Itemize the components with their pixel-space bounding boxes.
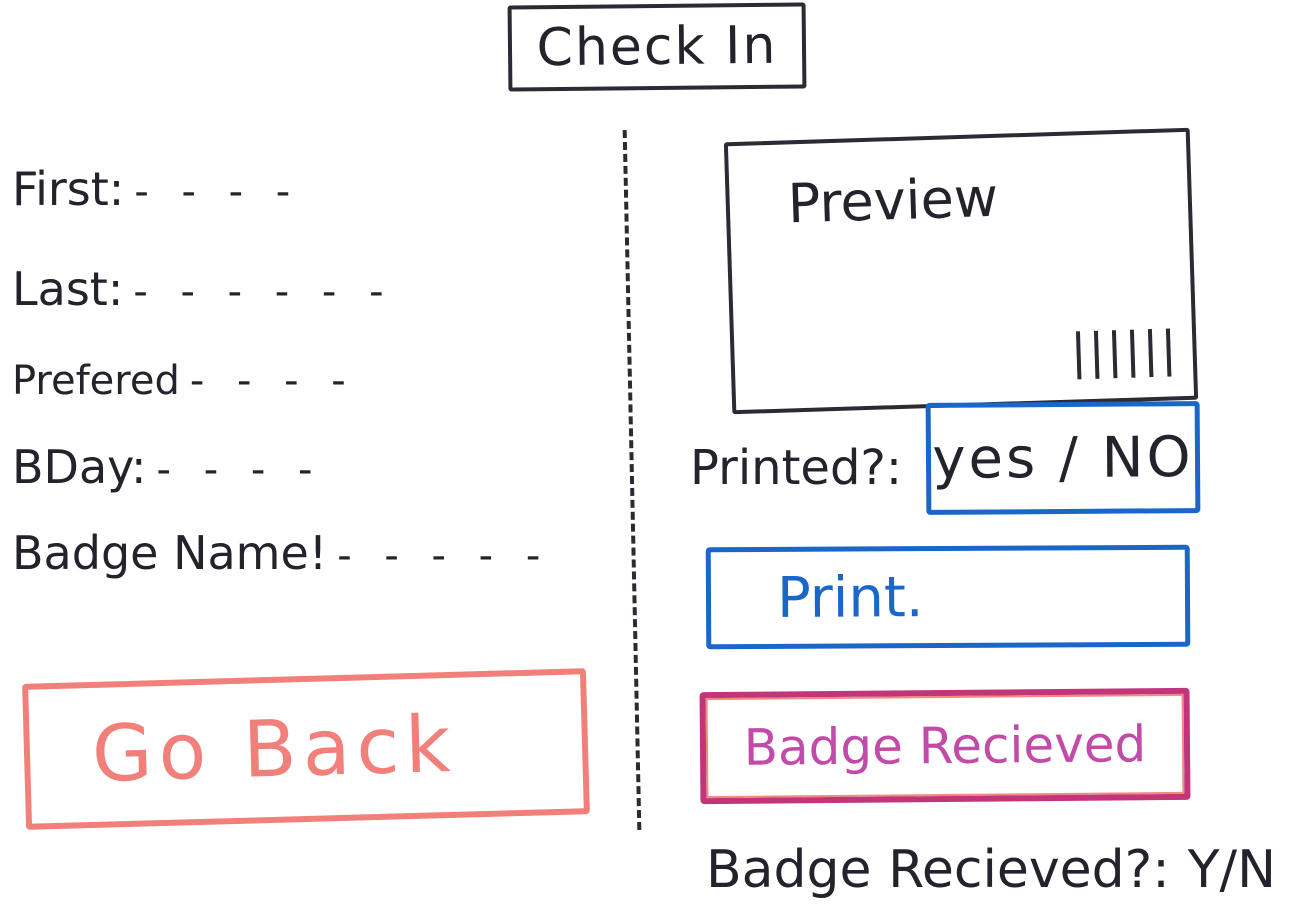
- field-bday-label: BDay:: [12, 440, 147, 494]
- field-preferred[interactable]: Prefered - - - -: [12, 358, 356, 404]
- badge-received-status-value: Y/N: [1187, 840, 1276, 900]
- field-badge-name[interactable]: Badge Name! - - - - -: [12, 526, 550, 580]
- field-badge-name-value[interactable]: - - - - -: [337, 533, 551, 579]
- page-title-box: Check In: [507, 2, 807, 92]
- field-first[interactable]: First: - - - -: [12, 162, 300, 216]
- field-last[interactable]: Last: - - - - - -: [12, 262, 394, 316]
- badge-preview: Preview: [723, 127, 1199, 415]
- field-bday[interactable]: BDay: - - - -: [12, 440, 322, 494]
- field-preferred-value[interactable]: - - - -: [189, 358, 356, 404]
- badge-received-status: Badge Recieved?: Y/N: [706, 840, 1276, 900]
- printed-toggle[interactable]: yes / NO: [925, 401, 1201, 515]
- badge-received-status-label: Badge Recieved?:: [706, 840, 1170, 900]
- field-badge-name-label: Badge Name!: [12, 526, 328, 580]
- badge-received-button-label: Badge Recieved: [743, 715, 1147, 777]
- field-preferred-label: Prefered: [12, 358, 180, 404]
- badge-received-button[interactable]: Badge Recieved: [699, 687, 1191, 805]
- field-bday-value[interactable]: - - - -: [156, 447, 323, 493]
- go-back-button[interactable]: Go Back: [22, 668, 590, 830]
- print-button-label: Print.: [776, 564, 924, 631]
- print-button[interactable]: Print.: [705, 544, 1191, 650]
- field-last-value[interactable]: - - - - - -: [133, 269, 394, 315]
- printed-toggle-text: yes / NO: [932, 424, 1194, 492]
- preview-label: Preview: [786, 165, 999, 236]
- go-back-label: Go Back: [90, 699, 458, 800]
- column-divider: [622, 130, 642, 830]
- barcode-icon: [1075, 328, 1172, 380]
- field-first-label: First:: [12, 162, 125, 216]
- field-last-label: Last:: [12, 262, 124, 316]
- page-title: Check In: [536, 15, 778, 79]
- printed-label: Printed?:: [690, 440, 903, 496]
- field-first-value[interactable]: - - - -: [134, 169, 301, 215]
